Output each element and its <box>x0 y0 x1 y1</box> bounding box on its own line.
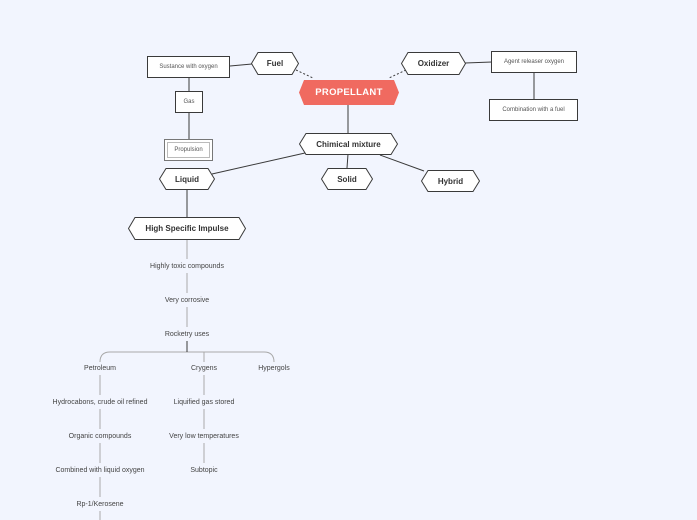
oxidizer-definition-label: Agent releaser oxygen <box>503 59 565 65</box>
fuel-state-label: Gas <box>183 99 195 105</box>
liquid-feature-node[interactable]: High Specific Impulse <box>128 217 246 240</box>
use-petroleum[interactable]: Petroleum <box>60 362 140 375</box>
mixture-node[interactable]: Chimical mixture <box>299 133 398 155</box>
root-node[interactable]: PROPELLANT <box>299 80 399 105</box>
oxidizer-detail-label: Combination with a fuel <box>502 107 565 113</box>
oxidizer-detail-node[interactable]: Combination with a fuel <box>489 99 578 121</box>
crygens-item[interactable]: Liquified gas stored <box>154 396 254 409</box>
petroleum-item[interactable]: Combined with liquid oxygen <box>40 464 160 477</box>
solid-node[interactable]: Solid <box>321 168 373 190</box>
petroleum-item[interactable]: Rp-1/Kerosene <box>60 498 140 511</box>
liquid-feature-label: High Specific Impulse <box>145 224 229 233</box>
use-hypergols[interactable]: Hypergols <box>244 362 304 375</box>
fuel-definition-node[interactable]: Sustance with oxygen <box>147 56 230 78</box>
petroleum-item[interactable]: Hydrocabons, crude oil refined <box>35 396 165 409</box>
crygens-item[interactable]: Subtopic <box>174 464 234 477</box>
mixture-label: Chimical mixture <box>316 139 381 149</box>
fuel-label: Fuel <box>266 59 284 68</box>
oxidizer-label: Oxidizer <box>417 59 450 68</box>
solid-label: Solid <box>337 174 357 184</box>
fuel-state-node[interactable]: Gas <box>175 91 203 113</box>
root-label: PROPELLANT <box>315 87 383 98</box>
hybrid-label: Hybrid <box>437 176 464 186</box>
petroleum-item[interactable]: Organic compounds <box>45 430 155 443</box>
property-toxic[interactable]: Highly toxic compounds <box>127 260 247 273</box>
fuel-node[interactable]: Fuel <box>251 52 299 75</box>
property-rocketry-uses[interactable]: Rocketry uses <box>127 328 247 341</box>
fuel-use-node[interactable]: Propulsion <box>164 139 213 161</box>
oxidizer-definition-node[interactable]: Agent releaser oxygen <box>491 51 577 73</box>
liquid-node[interactable]: Liquid <box>159 168 215 190</box>
fuel-definition-label: Sustance with oxygen <box>159 64 218 70</box>
property-corrosive[interactable]: Very corrosive <box>127 294 247 307</box>
liquid-label: Liquid <box>175 174 199 184</box>
fuel-use-label: Propulsion <box>174 147 203 153</box>
oxidizer-node[interactable]: Oxidizer <box>401 52 466 75</box>
hybrid-node[interactable]: Hybrid <box>421 170 480 192</box>
use-crygens[interactable]: Crygens <box>174 362 234 375</box>
crygens-item[interactable]: Very low temperatures <box>154 430 254 443</box>
